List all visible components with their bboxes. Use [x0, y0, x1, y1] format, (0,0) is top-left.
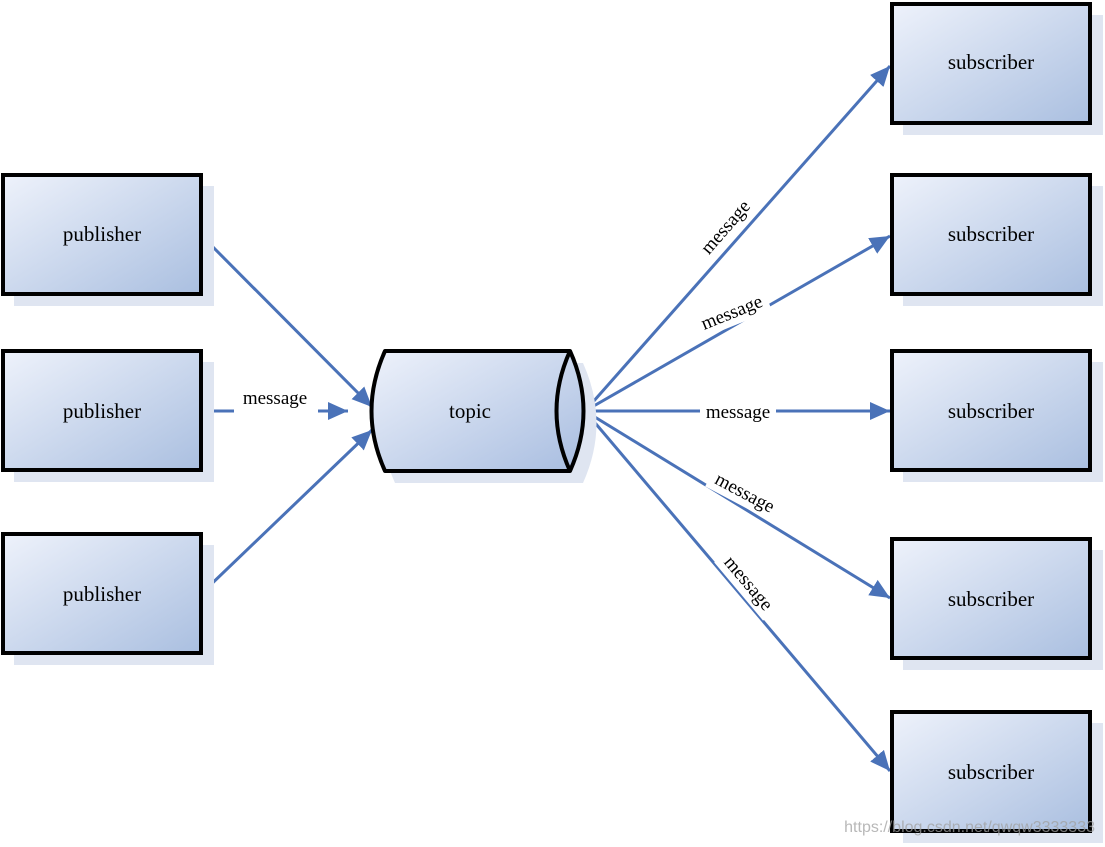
- edge-publisher-1-to-topic: [199, 233, 374, 409]
- node-box: [890, 349, 1092, 472]
- edge-label-bg: [693, 289, 772, 339]
- edge-topic-to-subscriber-1: [583, 65, 892, 412]
- subscriber-label: subscriber: [948, 222, 1034, 246]
- topic-node: topic: [369, 349, 597, 483]
- edge-publisher-3-to-topic: [199, 428, 374, 596]
- subscriber-label: subscriber: [948, 399, 1034, 423]
- edge-label-inbound: message: [243, 388, 307, 409]
- subscriber-label: subscriber: [948, 760, 1034, 784]
- subscriber-node-2: subscriber: [890, 173, 1103, 306]
- node-box: [1, 349, 203, 472]
- node-box: [1, 173, 203, 296]
- publisher-node-1: publisher: [1, 173, 214, 306]
- edge-label-bg: [693, 192, 761, 265]
- publisher-node-2: publisher: [1, 349, 214, 482]
- subscriber-node-4: subscriber: [890, 537, 1103, 670]
- publisher-label: publisher: [63, 222, 141, 246]
- node-box: [890, 2, 1092, 125]
- subscriber-node-3: subscriber: [890, 349, 1103, 482]
- node-box: [890, 173, 1092, 296]
- topic-end-cap: [554, 350, 572, 472]
- subscriber-node-1: subscriber: [890, 2, 1103, 135]
- edge-label-subscriber-3: message: [706, 402, 770, 423]
- publisher-node-3: publisher: [1, 532, 214, 665]
- node-box: [890, 537, 1092, 660]
- edge-label-bg: [700, 403, 776, 425]
- edge-label-bg: [714, 548, 780, 621]
- publisher-label: publisher: [63, 399, 141, 423]
- watermark-text: https://blog.csdn.net/qwqw3333333: [844, 819, 1095, 836]
- subscriber-node-5: subscriber: [890, 710, 1103, 843]
- topic-label: topic: [449, 399, 491, 423]
- edge-topic-to-subscriber-4: [584, 409, 891, 600]
- subscriber-label: subscriber: [948, 587, 1034, 611]
- publisher-label: publisher: [63, 582, 141, 606]
- node-box: [890, 710, 1092, 833]
- edge-topic-to-subscriber-5: [583, 410, 892, 772]
- subscriber-label: subscriber: [948, 50, 1034, 74]
- edge-label-bg: [705, 466, 783, 523]
- node-box: [1, 532, 203, 655]
